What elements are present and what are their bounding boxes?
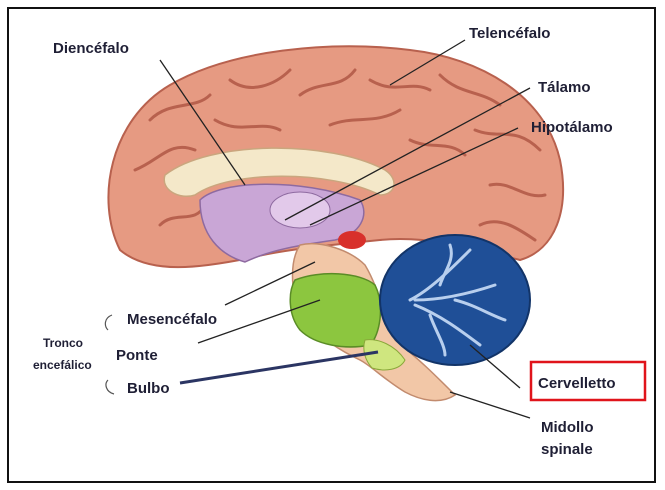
label-mesencefalo: Mesencéfalo bbox=[127, 311, 217, 328]
bulbo-arrow bbox=[180, 352, 378, 383]
label-talamo: Tálamo bbox=[538, 79, 591, 96]
label-tronco-line1: Tronco bbox=[43, 336, 83, 350]
pituitary bbox=[338, 231, 366, 249]
pons bbox=[290, 274, 380, 347]
tronco-bracket bbox=[105, 315, 114, 394]
label-hipotalamo: Hipotálamo bbox=[531, 119, 613, 136]
label-telencefalo: Telencéfalo bbox=[469, 25, 550, 42]
thalamus bbox=[270, 192, 330, 228]
label-ponte: Ponte bbox=[116, 347, 158, 364]
label-bulbo: Bulbo bbox=[127, 380, 170, 397]
label-midollo-line2: spinale bbox=[541, 441, 593, 458]
label-cervelletto: Cervelletto bbox=[538, 375, 616, 392]
label-tronco-line2: encefálico bbox=[33, 358, 92, 372]
label-midollo-line1: Midollo bbox=[541, 419, 594, 436]
label-diencefalo: Diencéfalo bbox=[53, 40, 129, 57]
